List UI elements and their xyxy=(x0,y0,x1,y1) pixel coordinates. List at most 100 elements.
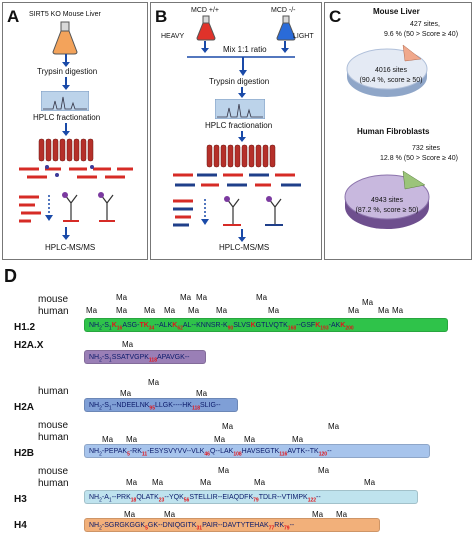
sequence-fragment: NH xyxy=(89,494,100,501)
sequence-fragment: TDLR--VTIMPK xyxy=(258,494,308,501)
sequence-fragment: NH xyxy=(89,522,100,529)
species-mouse-label: mouse xyxy=(38,420,69,431)
modified-lysine: 79 xyxy=(253,497,259,504)
ma-mark: Ma xyxy=(378,306,390,315)
modified-lysine: 193 xyxy=(320,325,329,332)
modified-lysine: 11 xyxy=(141,451,148,458)
ma-mark: Ma xyxy=(292,435,304,444)
ma-mark: Ma xyxy=(116,293,128,302)
enrichment-icon xyxy=(173,196,283,227)
arrow-icon xyxy=(62,54,70,67)
ma-mark: Ma xyxy=(336,510,348,519)
mouse-pie-chart xyxy=(346,44,428,97)
sequence-fragment: SLIG-- xyxy=(200,402,221,409)
sequence-fragment: --YQK xyxy=(164,494,184,501)
ma-mark: Ma xyxy=(188,306,200,315)
chromatogram-icon xyxy=(41,91,89,111)
sequence-fragment: 2 xyxy=(99,497,102,504)
sequence-fragment: 1 xyxy=(108,325,112,332)
sequence-fragment: NH xyxy=(89,322,100,329)
ma-mark: Ma xyxy=(86,306,98,315)
panel-b-label-left: HEAVY xyxy=(161,33,185,40)
ma-mark: Ma xyxy=(116,306,128,315)
species-mouse-label: mouse xyxy=(38,466,69,477)
mouse-big-sites: 4016 sites xyxy=(375,67,407,74)
ma-mark: Ma xyxy=(196,389,208,398)
sequence-fragment: -S xyxy=(101,322,109,329)
histone-seq-h2b: NH2-PEPAK5-RK11-ESYSVYVV--VLK46Q--LAK108… xyxy=(84,444,430,458)
sequence-fragment: -ESYSVYVV--VLK xyxy=(147,448,205,455)
modified-lysine: K xyxy=(315,322,321,329)
sequence-fragment: STELLIR--EIAQDFK xyxy=(189,494,254,501)
fraction-tubes-icon xyxy=(206,144,276,168)
ma-mark: Ma xyxy=(148,378,160,387)
histone-seq-h3: NH2-A1--PRK18QLATK23--YQK56STELLIR--EIAQ… xyxy=(84,490,418,504)
sequence-fragment: Q--LAK xyxy=(209,448,234,455)
histone-name-h4: H4 xyxy=(14,520,27,531)
arrow-icon xyxy=(238,131,246,142)
ma-mark: Ma xyxy=(164,510,176,519)
species-human-label: human xyxy=(38,386,69,397)
ma-mark: Ma xyxy=(244,435,256,444)
sequence-fragment: -A xyxy=(101,494,109,501)
modified-lysine: K xyxy=(340,322,346,329)
sequence-fragment: NH xyxy=(89,354,100,361)
human-big-pct: (87.2 %, score ≥ 50) xyxy=(355,207,419,214)
sequence-fragment: -PEPAK xyxy=(101,448,128,455)
ma-mark: Ma xyxy=(218,466,230,475)
sequence-fragment: -- xyxy=(327,448,332,455)
flask-heavy-icon xyxy=(196,15,216,41)
panel-b-step3: HPLC-MS/MS xyxy=(219,243,270,252)
modified-lysine: T xyxy=(139,322,144,329)
mouse-liver-title: Mouse Liver xyxy=(373,7,420,16)
panel-b-label-left-top: MCD +/+ xyxy=(191,7,220,14)
panel-b-label-right: LIGHT xyxy=(293,33,314,40)
sequence-fragment: --PRK xyxy=(111,494,131,501)
mouse-small-pct: 9.6 % (50 > Score ≥ 40) xyxy=(383,31,459,38)
sequence-fragment: GK--DNIQGITK xyxy=(147,522,197,529)
sequence-fragment: -S xyxy=(101,402,109,409)
ma-mark: Ma xyxy=(196,293,208,302)
arrow-icon xyxy=(62,77,70,90)
histone-name-h2ax: H2A.X xyxy=(14,340,44,351)
sequence-fragment: -RK xyxy=(129,448,142,455)
panel-c-letter: C xyxy=(329,7,342,26)
modified-lysine: K xyxy=(143,322,149,329)
modified-lysine: K xyxy=(111,322,117,329)
flask-icon xyxy=(52,21,78,55)
ma-mark: Ma xyxy=(254,478,266,487)
human-fibroblasts-title: Human Fibroblasts xyxy=(357,127,430,136)
ma-mark: Ma xyxy=(348,306,360,315)
sequence-fragment: SSATVGPK xyxy=(111,354,149,361)
panel-b-letter: B xyxy=(155,7,168,26)
panel-a: A SIRT5 KO Mouse Liver Trypsin digestion… xyxy=(2,2,148,260)
ma-mark: Ma xyxy=(152,478,164,487)
modified-lysine: 18 xyxy=(130,497,137,504)
modified-lysine: K xyxy=(172,322,178,329)
species-human-label: human xyxy=(38,478,69,489)
panel-b: B MCD +/+ MCD -/- HEAVY LIGHT Mix 1:1 ra… xyxy=(150,2,322,260)
sequence-fragment: SLVS xyxy=(233,322,251,329)
histone-seq-h2ax: NH2-S1SSATVGPK118APAVGK-- xyxy=(84,350,206,364)
ma-mark: Ma xyxy=(328,422,340,431)
ma-mark: Ma xyxy=(362,298,374,307)
sequence-fragment: PAIR--DAVTYTEHAK xyxy=(202,522,269,529)
sequence-fragment: -S xyxy=(101,354,109,361)
sequence-fragment: -- xyxy=(316,494,321,501)
enrichment-icon xyxy=(19,192,115,223)
panel-a-step3: HPLC-MS/MS xyxy=(45,243,96,252)
ma-mark: Ma xyxy=(392,306,404,315)
modified-lysine: 120 xyxy=(318,451,328,458)
ma-mark: Ma xyxy=(126,478,138,487)
modified-lysine: 34 xyxy=(148,325,155,332)
histone-name-h3: H3 xyxy=(14,494,27,505)
ma-mark: Ma xyxy=(124,510,136,519)
sequence-fragment: 2 xyxy=(99,357,102,364)
ma-mark: Ma xyxy=(180,293,192,302)
flask-light-icon xyxy=(276,15,296,41)
sequence-fragment: AL--K xyxy=(182,322,201,329)
sequence-fragment: 1 xyxy=(108,497,112,504)
modified-lysine: 118 xyxy=(148,357,157,364)
ma-mark: Ma xyxy=(318,466,330,475)
panel-a-title: SIRT5 KO Mouse Liver xyxy=(29,11,101,18)
